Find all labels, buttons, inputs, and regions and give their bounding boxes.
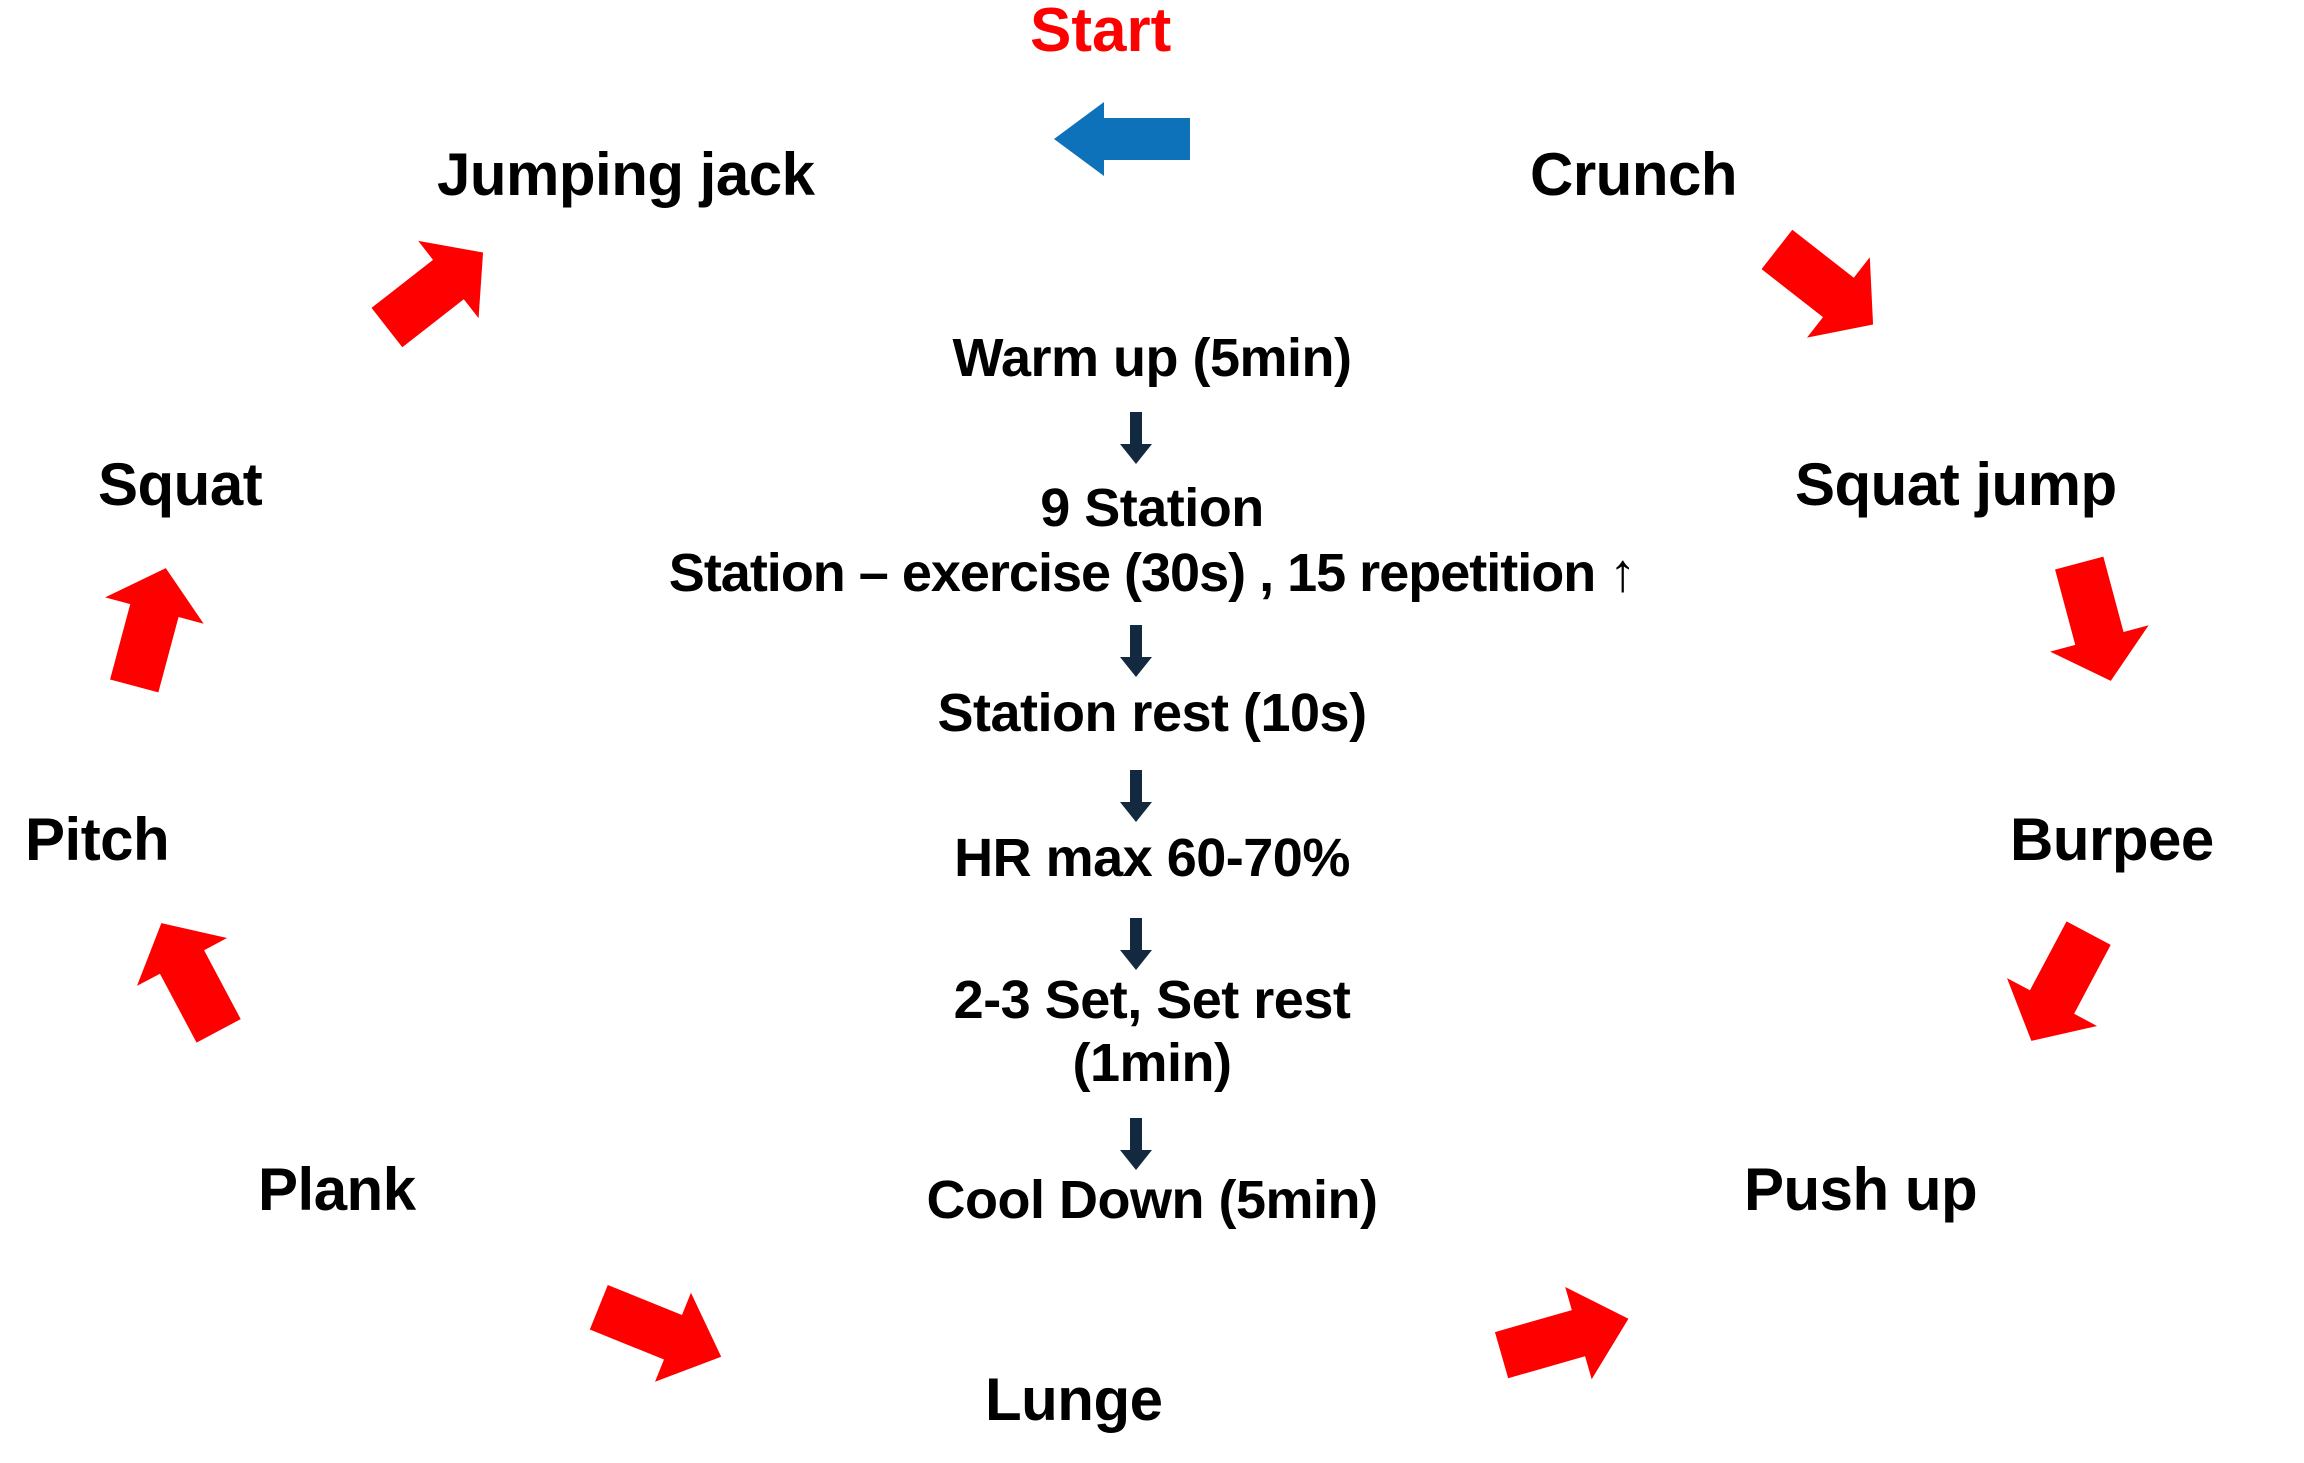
arrow-push-up-icon <box>1995 921 2125 1045</box>
station-label-squat: Squat <box>98 451 263 518</box>
arrow-jumping-jack-icon <box>370 235 500 348</box>
flow-step-sets-line2: (1min) <box>1072 1033 1233 1093</box>
flow-step-cool-down: Cool Down (5min) <box>926 1170 1378 1230</box>
arrow-plank-icon <box>589 1280 730 1385</box>
station-label-pitch: Pitch <box>25 806 170 873</box>
flow-step-station-rest: Station rest (10s) <box>937 683 1367 743</box>
flow-arrow-down-1-icon <box>1118 412 1154 471</box>
flow-arrow-down-3-icon <box>1118 770 1154 829</box>
flow-arrow-down-5-icon <box>1118 1118 1154 1177</box>
station-label-push-up: Push up <box>1744 1156 1978 1223</box>
station-label-lunge: Lunge <box>985 1366 1163 1433</box>
flow-arrow-down-2-icon <box>1118 625 1154 684</box>
flow-arrow-down-4-icon <box>1118 918 1154 977</box>
flow-step-warm-up: Warm up (5min) <box>952 328 1352 388</box>
arrow-burpee-icon <box>2030 556 2160 681</box>
station-label-burpee: Burpee <box>2010 806 2214 873</box>
station-label-squat-jump: Squat jump <box>1795 451 2117 518</box>
station-label-jumping-jack: Jumping jack <box>437 141 815 208</box>
start-arrow-left-icon <box>1052 100 1192 178</box>
station-label-plank: Plank <box>258 1156 416 1223</box>
start-label: Start <box>1030 0 1172 65</box>
station-label-crunch: Crunch <box>1530 141 1738 208</box>
flow-step-sets-line1: 2-3 Set, Set rest <box>953 970 1351 1030</box>
flow-step-station-detail: Station – exercise (30s) , 15 repetition… <box>668 543 1636 603</box>
arrow-squat-jump-icon <box>1760 229 1890 345</box>
arrow-squat-icon <box>85 568 215 693</box>
flow-step-station-count: 9 Station <box>1040 478 1264 538</box>
arrow-pitch-icon <box>125 920 255 1043</box>
flow-step-hr-max: HR max 60-70% <box>954 828 1350 888</box>
arrow-lunge-icon <box>1494 1285 1635 1390</box>
